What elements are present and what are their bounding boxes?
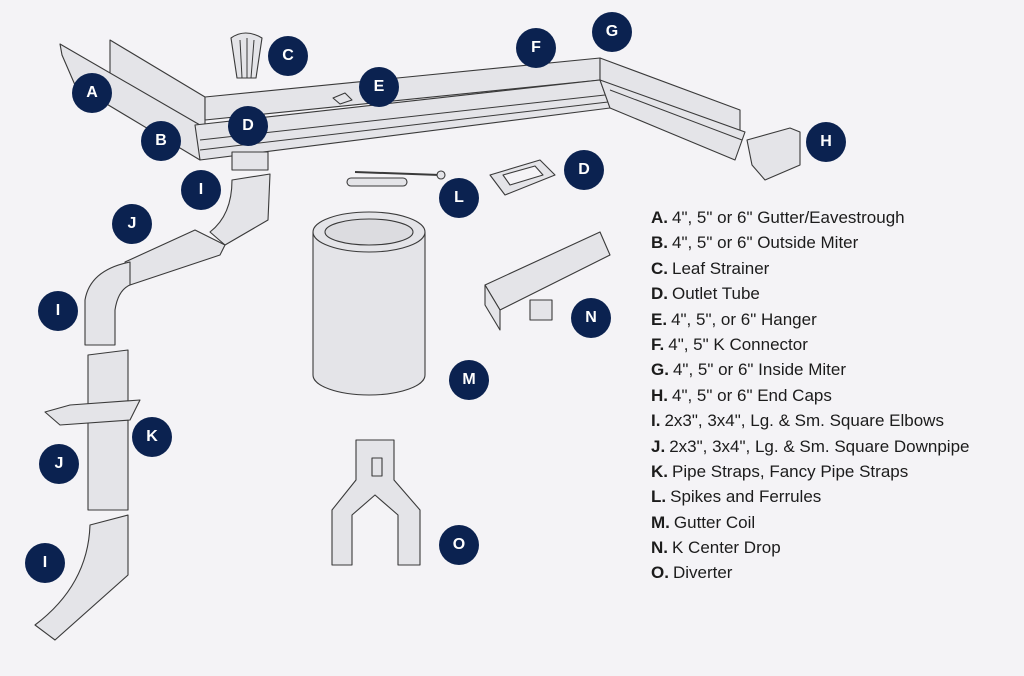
legend-text: 4", 5" or 6" Inside Miter bbox=[672, 360, 847, 380]
legend-item: A.4", 5" or 6" Gutter/Eavestrough bbox=[651, 207, 969, 232]
legend-key: G. bbox=[651, 360, 669, 380]
legend-text: 4", 5" K Connector bbox=[668, 334, 808, 354]
legend-key: L. bbox=[651, 487, 667, 507]
end-cap-illustration bbox=[746, 127, 801, 181]
legend-key: B. bbox=[651, 233, 668, 253]
legend-item: N.K Center Drop bbox=[651, 537, 969, 562]
badge-k: K bbox=[132, 417, 172, 457]
legend-item: I.2x3", 3x4", Lg. & Sm. Square Elbows bbox=[651, 410, 969, 435]
legend-text: 2x3", 3x4", Lg. & Sm. Square Elbows bbox=[664, 411, 944, 431]
badge-n: N bbox=[571, 298, 611, 338]
diverter-illustration bbox=[331, 439, 421, 566]
legend-text: Diverter bbox=[672, 563, 733, 583]
legend-key: M. bbox=[651, 512, 670, 532]
legend-text: Outlet Tube bbox=[672, 284, 760, 304]
legend-item: L.Spikes and Ferrules bbox=[651, 486, 969, 511]
badge-h: H bbox=[806, 122, 846, 162]
legend-key: A. bbox=[651, 208, 668, 227]
legend-item: J.2x3", 3x4", Lg. & Sm. Square Downpipe bbox=[651, 436, 969, 461]
gutter-coil-illustration bbox=[312, 211, 426, 396]
legend-item: M.Gutter Coil bbox=[651, 512, 969, 537]
legend-key: F. bbox=[651, 334, 665, 354]
legend-text: 4", 5" or 6" End Caps bbox=[672, 385, 832, 405]
outlet-tube-attached bbox=[231, 151, 269, 171]
legend-text: 4", 5" or 6" Gutter/Eavestrough bbox=[672, 208, 905, 227]
badge-l: L bbox=[439, 178, 479, 218]
gutter-run bbox=[59, 39, 746, 161]
badge-o: O bbox=[439, 525, 479, 565]
badge-j: J bbox=[39, 444, 79, 484]
legend-key: I. bbox=[651, 411, 661, 431]
badge-i: I bbox=[181, 170, 221, 210]
legend-text: Leaf Strainer bbox=[672, 258, 770, 278]
legend-key: C. bbox=[651, 258, 668, 278]
leaf-strainer-illustration bbox=[230, 32, 263, 79]
badge-b: B bbox=[141, 121, 181, 161]
legend-item: G.4", 5" or 6" Inside Miter bbox=[651, 359, 969, 384]
badge-d: D bbox=[228, 106, 268, 146]
legend-text: 2x3", 3x4", Lg. & Sm. Square Downpipe bbox=[669, 436, 970, 456]
badge-m: M bbox=[449, 360, 489, 400]
badge-c: C bbox=[268, 36, 308, 76]
legend-key: K. bbox=[651, 461, 668, 481]
legend-item: C.Leaf Strainer bbox=[651, 258, 969, 283]
legend-text: Gutter Coil bbox=[673, 512, 756, 532]
legend-key: H. bbox=[651, 385, 668, 405]
badge-d: D bbox=[564, 150, 604, 190]
legend-key: J. bbox=[651, 436, 666, 456]
badge-j: J bbox=[112, 204, 152, 244]
legend-item: E.4", 5", or 6" Hanger bbox=[651, 309, 969, 334]
legend-text: 4", 5", or 6" Hanger bbox=[671, 309, 817, 329]
legend-key: D. bbox=[651, 284, 668, 304]
legend-key: N. bbox=[651, 538, 668, 558]
legend-key: O. bbox=[651, 563, 669, 583]
spikes-and-ferrules-illustration bbox=[346, 170, 446, 187]
badge-g: G bbox=[592, 12, 632, 52]
badge-i: I bbox=[38, 291, 78, 331]
legend-text: Spikes and Ferrules bbox=[670, 487, 822, 507]
hanger-illustration bbox=[332, 92, 353, 105]
badge-e: E bbox=[359, 67, 399, 107]
legend-item: D.Outlet Tube bbox=[651, 283, 969, 308]
downpipe-assembly bbox=[34, 173, 271, 641]
legend-text: K Center Drop bbox=[672, 538, 781, 558]
legend-text: 4", 5" or 6" Outside Miter bbox=[672, 233, 859, 253]
legend-key: E. bbox=[651, 309, 668, 329]
legend-item: O.Diverter bbox=[651, 562, 969, 587]
legend-item: B.4", 5" or 6" Outside Miter bbox=[651, 232, 969, 257]
center-drop-illustration bbox=[484, 231, 611, 331]
legend-text: Pipe Straps, Fancy Pipe Straps bbox=[672, 461, 909, 481]
badge-a: A bbox=[72, 73, 112, 113]
badge-f: F bbox=[516, 28, 556, 68]
legend-item: F.4", 5" K Connector bbox=[651, 334, 969, 359]
legend-item: K.Pipe Straps, Fancy Pipe Straps bbox=[651, 461, 969, 486]
badge-i: I bbox=[25, 543, 65, 583]
legend-item: H.4", 5" or 6" End Caps bbox=[651, 385, 969, 410]
